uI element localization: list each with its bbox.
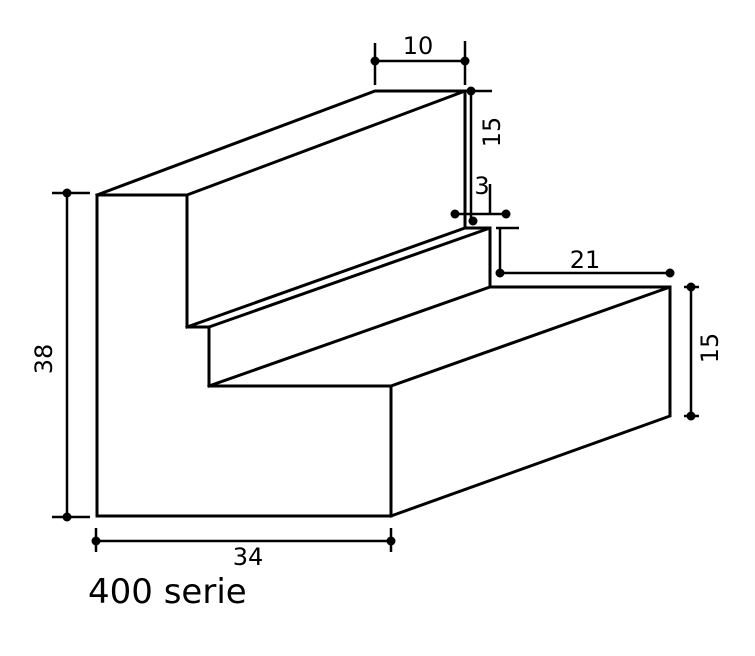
top-surface [95,89,466,197]
dimension-label-top-width: 10 [403,32,434,60]
dimension-endpoint-dot [386,536,396,546]
dimension-endpoint-dot [62,188,72,198]
lower-tread-surface [207,285,671,388]
lower-riser-back-edge [389,285,672,518]
dimension-label-step-offset: 3 [474,172,489,200]
dimension-label-lower-riser: 15 [696,333,724,364]
dimension-base-width: 34 [91,528,396,571]
dimension-endpoint-dot [501,209,511,219]
dimension-endpoint-dot [370,56,380,66]
dimension-label-total-height: 38 [30,344,58,375]
dimension-total-height: 38 [30,188,90,522]
dimension-lower-tread: 21 [495,226,675,278]
dimension-endpoint-dot [468,216,478,226]
dimension-endpoint-dot [495,268,505,278]
dimension-endpoint-dot [665,268,675,278]
dimension-endpoint-dot [91,536,101,546]
dimension-endpoint-dot [686,411,696,421]
dimension-upper-riser: 15 [465,86,506,226]
dimension-endpoint-dot [460,56,470,66]
step-ledge [185,226,491,329]
dimension-label-base-width: 34 [233,543,264,571]
dimension-step-offset: 3 [450,172,511,219]
dimension-endpoint-dot [686,282,696,292]
dimension-label-lower-tread: 21 [570,246,601,274]
dimension-endpoint-dot [62,512,72,522]
front-profile-face [95,193,393,518]
dimension-lower-riser: 15 [684,282,724,421]
block-outline [95,89,672,518]
dimension-top-width: 10 [370,32,470,85]
dimension-endpoint-dot [466,86,476,96]
dimension-label-upper-riser: 15 [478,117,506,148]
dimension-endpoint-dot [450,209,460,219]
series-title: 400 serie [88,572,247,612]
